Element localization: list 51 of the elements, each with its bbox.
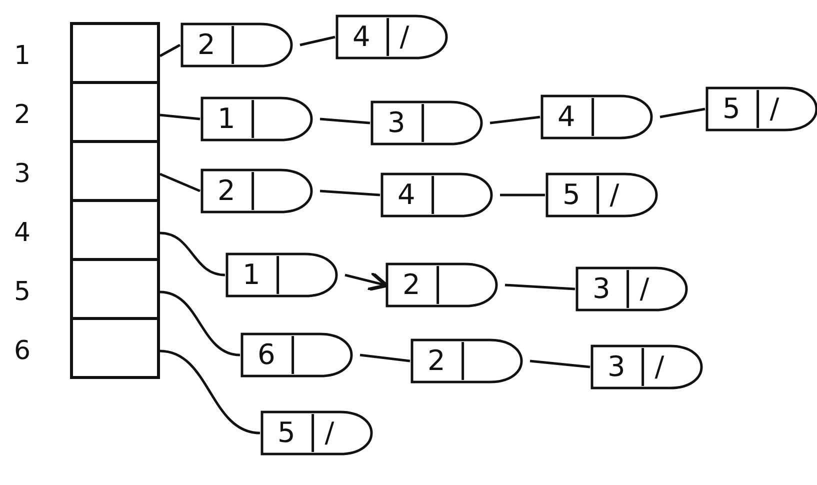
array-cell [70, 199, 160, 261]
null-pointer: / [770, 95, 780, 123]
link-line [160, 232, 226, 276]
node-value: 3 [386, 109, 406, 137]
list-node [705, 86, 817, 132]
link-line [500, 194, 545, 196]
link-line [660, 108, 706, 118]
link-line [504, 284, 576, 290]
null-pointer: / [324, 419, 334, 447]
index-number: 1 [14, 43, 31, 69]
link-line [160, 350, 260, 434]
node-value: 4 [396, 181, 416, 209]
node-value: 5 [721, 95, 742, 123]
node-value: 5 [276, 419, 296, 447]
array-cell [70, 317, 160, 379]
null-pointer: / [610, 181, 620, 209]
array-cell [70, 140, 160, 202]
null-pointer: / [640, 275, 650, 303]
index-number: 5 [14, 279, 31, 305]
link-line [159, 44, 181, 58]
null-pointer: / [654, 353, 664, 381]
link-line [160, 290, 240, 356]
node-value: 3 [606, 353, 626, 381]
null-pointer: / [400, 23, 410, 51]
link-line [160, 114, 200, 120]
node-value: 2 [401, 271, 422, 299]
node-value: 6 [256, 341, 276, 369]
index-number: 6 [14, 338, 31, 364]
link-line [490, 116, 540, 124]
array-cell [70, 22, 160, 84]
link-line [530, 360, 590, 368]
node-value: 4 [556, 103, 576, 131]
index-number: 4 [14, 220, 31, 246]
node-value: 1 [216, 105, 236, 133]
node-value: 2 [426, 347, 446, 375]
node-value: 1 [241, 261, 262, 289]
link-line [160, 172, 200, 192]
node-value: 5 [561, 181, 582, 209]
link-line [360, 354, 410, 362]
link-line [320, 190, 380, 196]
node-value: 2 [196, 31, 216, 59]
index-number: 2 [14, 102, 31, 128]
index-number: 3 [14, 161, 31, 187]
node-value: 4 [351, 23, 372, 51]
array-cell [70, 258, 160, 320]
link-line [300, 36, 336, 46]
link-line [320, 118, 370, 124]
arrow [344, 270, 388, 292]
array-cell [70, 81, 160, 143]
node-value: 2 [216, 177, 236, 205]
node-value: 3 [591, 275, 612, 303]
